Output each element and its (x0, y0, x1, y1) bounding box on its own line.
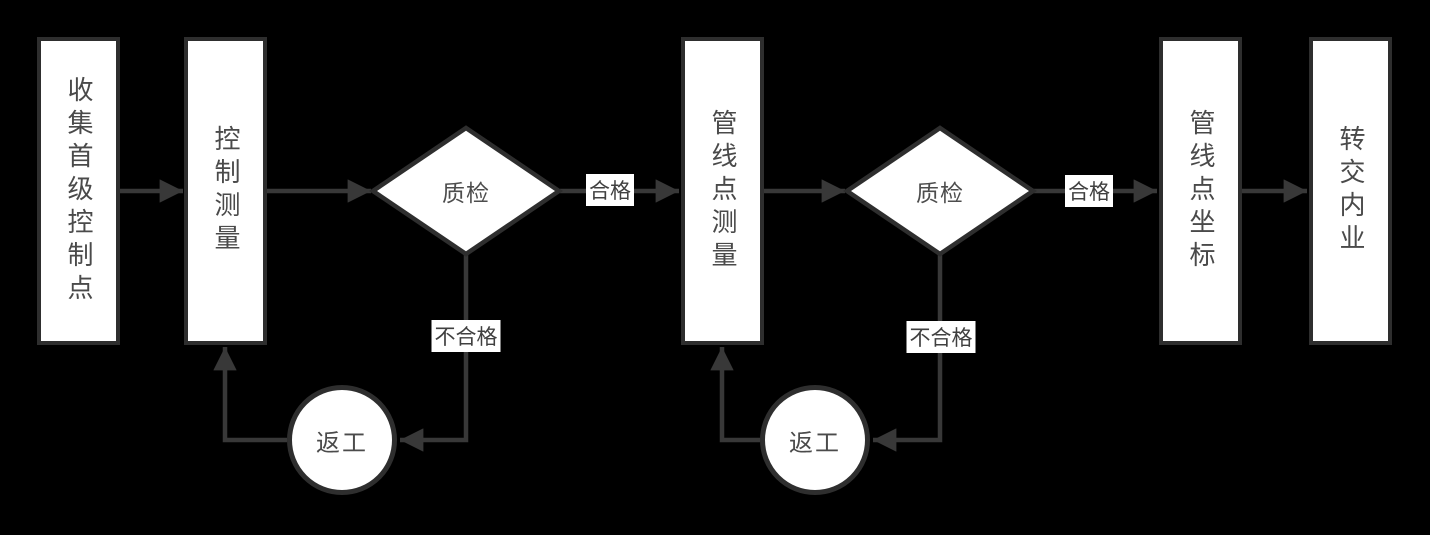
node-transfer-to-office-label: 转交内业 (1336, 125, 1365, 257)
node-collect-control-points-label: 收集首级控制点 (64, 75, 93, 307)
node-rework-1-label: 返工 (316, 429, 368, 457)
node-control-survey: 控制测量 (184, 37, 267, 345)
decision-diamond-qc1 (368, 125, 564, 257)
edge-label-pass-1: 合格 (586, 174, 634, 206)
edge-qc2-fail-to-rework2 (873, 254, 943, 452)
node-pipeline-point-coords: 管线点坐标 (1159, 37, 1242, 345)
node-quality-check-1-label: 质检 (442, 180, 490, 206)
node-pipeline-point-survey-label: 管线点测量 (708, 108, 737, 274)
edge-qc1-fail-to-rework1 (400, 254, 469, 452)
decision-diamond-qc2 (842, 125, 1038, 257)
edge-rework1-to-control-survey (213, 347, 287, 443)
node-rework-2-label: 返工 (789, 429, 841, 457)
node-pipeline-point-survey: 管线点测量 (681, 37, 764, 345)
edge-rework2-to-pipeline-survey (710, 347, 760, 443)
node-collect-control-points: 收集首级控制点 (37, 37, 120, 345)
node-rework-1: 返工 (287, 385, 397, 495)
edge-label-fail-2: 不合格 (906, 321, 976, 353)
node-rework-2: 返工 (760, 385, 870, 495)
edge-label-fail-1: 不合格 (431, 320, 501, 352)
edge-label-pass-2: 合格 (1065, 175, 1113, 207)
node-transfer-to-office: 转交内业 (1309, 37, 1392, 345)
node-quality-check-2-label: 质检 (916, 180, 964, 206)
node-control-survey-label: 控制测量 (211, 125, 240, 257)
node-pipeline-point-coords-label: 管线点坐标 (1186, 108, 1215, 274)
